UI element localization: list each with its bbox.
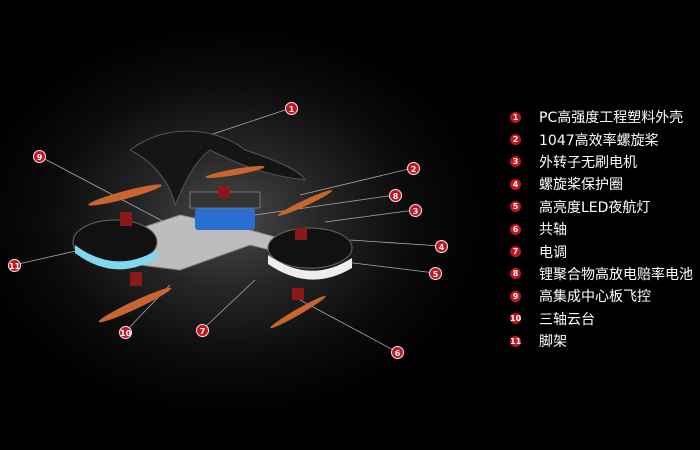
legend-label: PC高强度工程塑料外壳 [539,110,684,127]
legend-badge: 6 [510,223,521,235]
battery [195,208,255,230]
legend-label: 高集成中心板飞控 [539,289,651,306]
legend-item: 2 1047高效率螺旋桨 [510,128,693,150]
callout-marker: 7 [196,324,209,337]
legend-label: 电调 [539,244,567,261]
legend-label: 外转子无刷电机 [539,154,637,171]
legend-item: 7 电调 [510,240,693,262]
legend-item: 5 高亮度LED夜航灯 [510,196,693,218]
legend-label: 1047高效率螺旋桨 [539,132,659,149]
guards [72,219,353,280]
legend-label: 三轴云台 [539,311,595,328]
propellers [88,166,333,329]
callout-marker: 8 [389,189,402,202]
legend-badge: 11 [510,335,522,347]
legend-badge: 3 [510,156,521,168]
legend-label: 脚架 [539,334,567,351]
legend-label: 高亮度LED夜航灯 [539,199,651,216]
legend-badge: 4 [510,178,521,190]
callout-marker: 6 [391,346,404,359]
motors [120,186,307,300]
legend-item: 9 高集成中心板飞控 [510,285,693,307]
legend-label: 锂聚合物高放电赔率电池 [539,266,693,283]
legend-badge: 8 [510,268,521,280]
legend-item: 11 脚架 [510,330,693,352]
legend-badge: 9 [510,290,521,302]
legend-item: 6 共轴 [510,218,693,240]
callout-marker: 1 [285,102,298,115]
callout-marker: 11 [8,259,21,272]
legend-label: 螺旋桨保护圈 [539,177,623,194]
legend: 1 PC高强度工程塑料外壳 2 1047高效率螺旋桨 3 外转子无刷电机 4 螺旋桨保护圈 5 高… [510,106,693,352]
callout-marker: 5 [429,267,442,280]
legend-item: 1 PC高强度工程塑料外壳 [510,106,693,128]
callout-marker: 2 [407,162,420,175]
legend-badge: 2 [510,134,521,146]
legend-label: 共轴 [539,222,567,239]
shell [129,130,306,207]
legend-item: 10 三轴云台 [510,308,693,330]
callout-marker: 3 [409,204,422,217]
legend-badge: 5 [510,201,521,213]
callout-marker: 10 [119,326,132,339]
legend-badge: 10 [510,313,522,325]
callout-marker: 4 [435,240,448,253]
legend-badge: 7 [510,246,521,258]
legend-badge: 1 [510,111,521,123]
legend-item: 8 锂聚合物高放电赔率电池 [510,263,693,285]
legend-item: 4 螺旋桨保护圈 [510,173,693,195]
callout-marker: 9 [33,150,46,163]
legend-item: 3 外转子无刷电机 [510,151,693,173]
